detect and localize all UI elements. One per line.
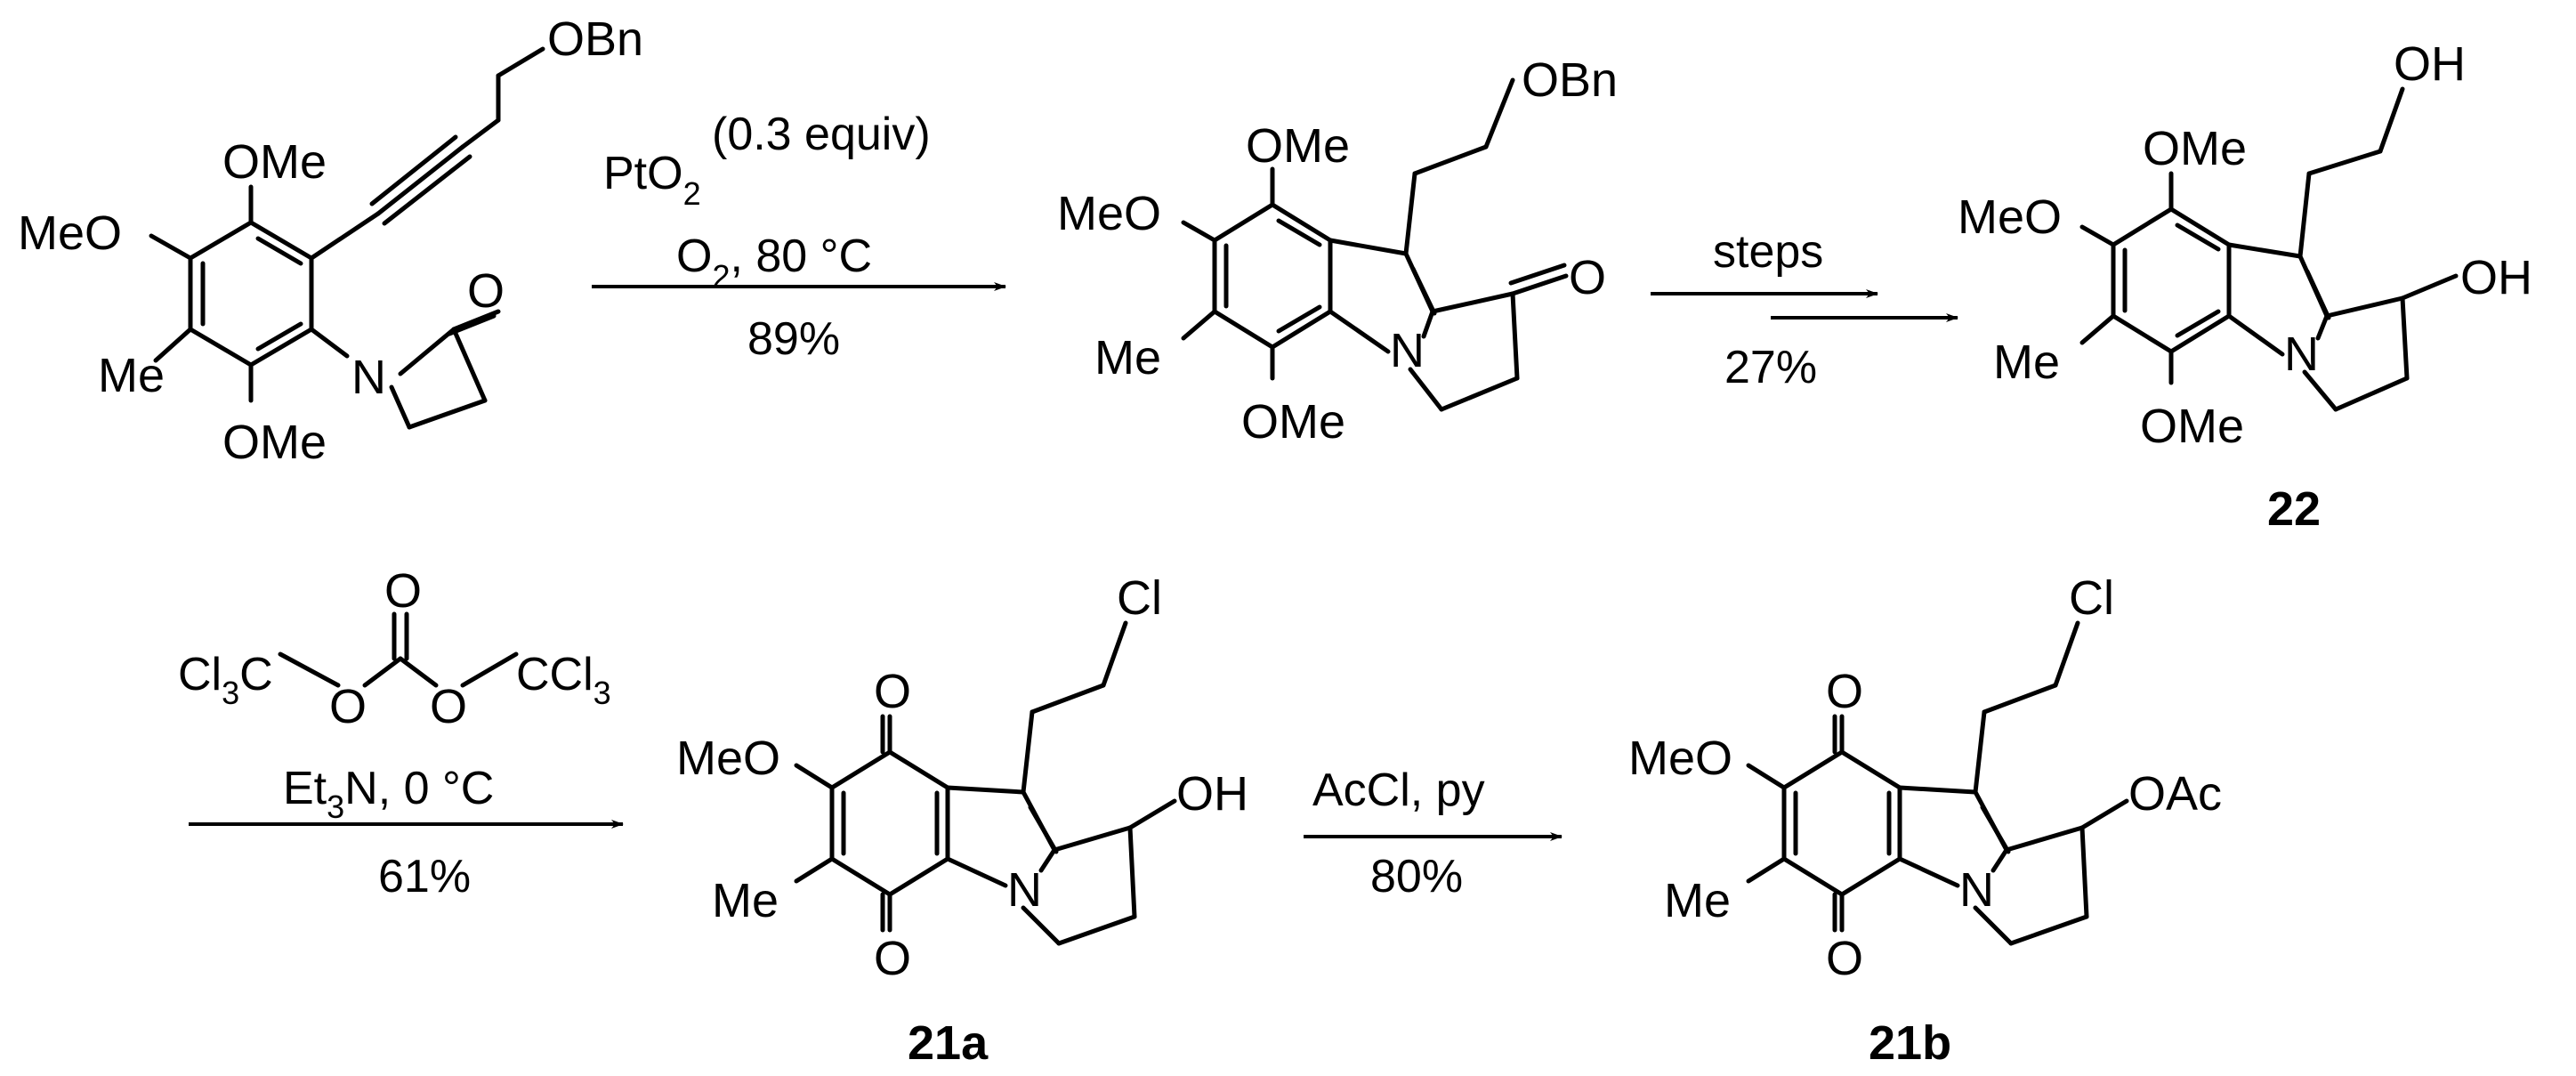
me-label: Me	[1664, 874, 1731, 927]
me-label: Me	[712, 874, 779, 927]
o-label: O	[467, 264, 505, 318]
ome-label: OMe	[222, 416, 327, 469]
o-label: O	[1826, 665, 1863, 718]
reagent-label: PtO2	[603, 148, 701, 212]
yield-label: 27%	[1724, 342, 1817, 393]
ome-label: OMe	[1246, 119, 1350, 173]
ome-label: OMe	[2140, 400, 2244, 453]
meo-label: MeO	[1057, 187, 1161, 240]
o-label: O	[874, 932, 911, 985]
oh-label: OH	[2460, 251, 2532, 304]
compound-number-21a: 21a	[908, 1016, 989, 1070]
o-label: O	[1569, 251, 1606, 304]
yield-label: 61%	[378, 851, 471, 902]
o-label: O	[874, 665, 911, 718]
n-label: N	[351, 351, 386, 404]
o-label: O	[1826, 932, 1863, 985]
me-label: Me	[1094, 331, 1161, 384]
ome-label: OMe	[2143, 122, 2247, 175]
cl3c-label: Cl3C	[178, 649, 273, 711]
n-label: N	[1390, 324, 1425, 377]
compound-21a-structure: Cl O MeO Me O N OH 21a	[676, 571, 1248, 1070]
oh-label: OH	[1176, 767, 1248, 821]
n-label: N	[1007, 863, 1042, 917]
n-label: N	[1959, 863, 1994, 917]
ccl3-label: CCl3	[516, 649, 611, 711]
me-label: Me	[98, 349, 165, 402]
yield-label: 89%	[747, 313, 840, 365]
o-label: O	[384, 564, 422, 618]
indolone-intermediate-structure: OBn OMe MeO Me OMe N O	[1057, 53, 1618, 449]
yield-label: 80%	[1370, 851, 1463, 902]
reaction-step-2: steps 27%	[1651, 226, 1958, 393]
conditions-label: Et3N, 0 °C	[283, 763, 494, 825]
cl-label: Cl	[1117, 571, 1162, 625]
compound-21b-structure: Cl O MeO Me O N OAc 21b	[1628, 571, 2222, 1070]
reaction-step-4: AcCl, py 80%	[1304, 765, 1563, 902]
compound-number-21b: 21b	[1869, 1016, 1951, 1070]
starting-material-structure: OBn OMe MeO Me OMe N O	[18, 12, 643, 469]
meo-label: MeO	[18, 206, 122, 260]
reagent-label: AcCl, py	[1312, 765, 1485, 816]
cl-label: Cl	[2069, 571, 2114, 625]
oac-label: OAc	[2128, 767, 2222, 821]
oh-label: OH	[2394, 37, 2466, 91]
conditions-label: O2, 80 °C	[676, 231, 872, 295]
o-label: O	[329, 680, 367, 733]
compound-22-structure: OH OMe MeO Me OMe N OH 22	[1958, 37, 2532, 536]
obn-label: OBn	[547, 12, 643, 66]
me-label: Me	[1993, 336, 2060, 389]
meo-label: MeO	[676, 732, 780, 785]
meo-label: MeO	[1958, 190, 2062, 244]
reagent-label: steps	[1713, 226, 1823, 278]
compound-number-22: 22	[2267, 482, 2321, 536]
reaction-step-1: PtO2 (0.3 equiv) O2, 80 °C 89%	[592, 109, 1006, 365]
ome-label: OMe	[1241, 395, 1345, 449]
meo-label: MeO	[1628, 732, 1732, 785]
equiv-label: (0.3 equiv)	[712, 109, 931, 160]
ome-label: OMe	[222, 135, 327, 189]
o-label: O	[430, 680, 467, 733]
obn-label: OBn	[1522, 53, 1618, 107]
reaction-step-3: O O O Cl3C CCl3 Et3N, 0 °C 61%	[178, 564, 624, 902]
n-label: N	[2284, 328, 2319, 381]
